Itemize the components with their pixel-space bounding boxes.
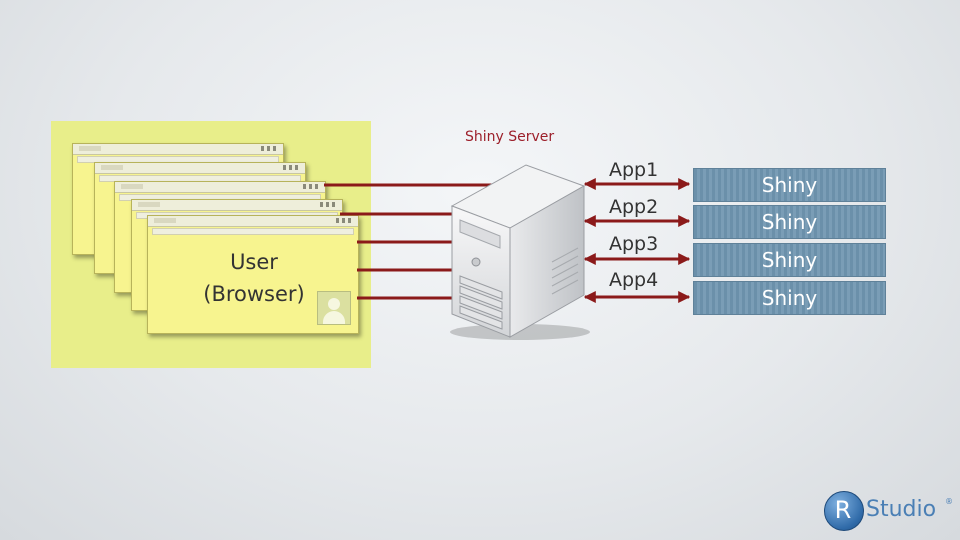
app-label: App1	[609, 159, 659, 181]
shiny-process-box: Shiny	[693, 243, 886, 277]
shiny-process-box: Shiny	[693, 205, 886, 239]
app-label: App4	[609, 269, 659, 291]
app-label: App3	[609, 233, 659, 255]
user-avatar-icon	[317, 291, 351, 325]
user-label-line2: (Browser)	[203, 282, 305, 306]
shiny-process-box: Shiny	[693, 168, 886, 202]
logo-wordmark: Studio	[866, 497, 937, 522]
user-label: User (Browser)	[150, 246, 358, 310]
server-tower-icon	[450, 164, 590, 340]
registered-mark: ®	[945, 497, 953, 506]
rstudio-logo: R Studio ®	[824, 488, 956, 532]
logo-letter: R	[834, 496, 852, 524]
app-label: App2	[609, 196, 659, 218]
user-label-line1: User	[230, 250, 278, 274]
shiny-process-box: Shiny	[693, 281, 886, 315]
server-label: Shiny Server	[465, 129, 555, 145]
r-logo-icon	[824, 491, 864, 531]
app-connectors	[583, 178, 691, 303]
browser-window-front	[147, 215, 359, 334]
